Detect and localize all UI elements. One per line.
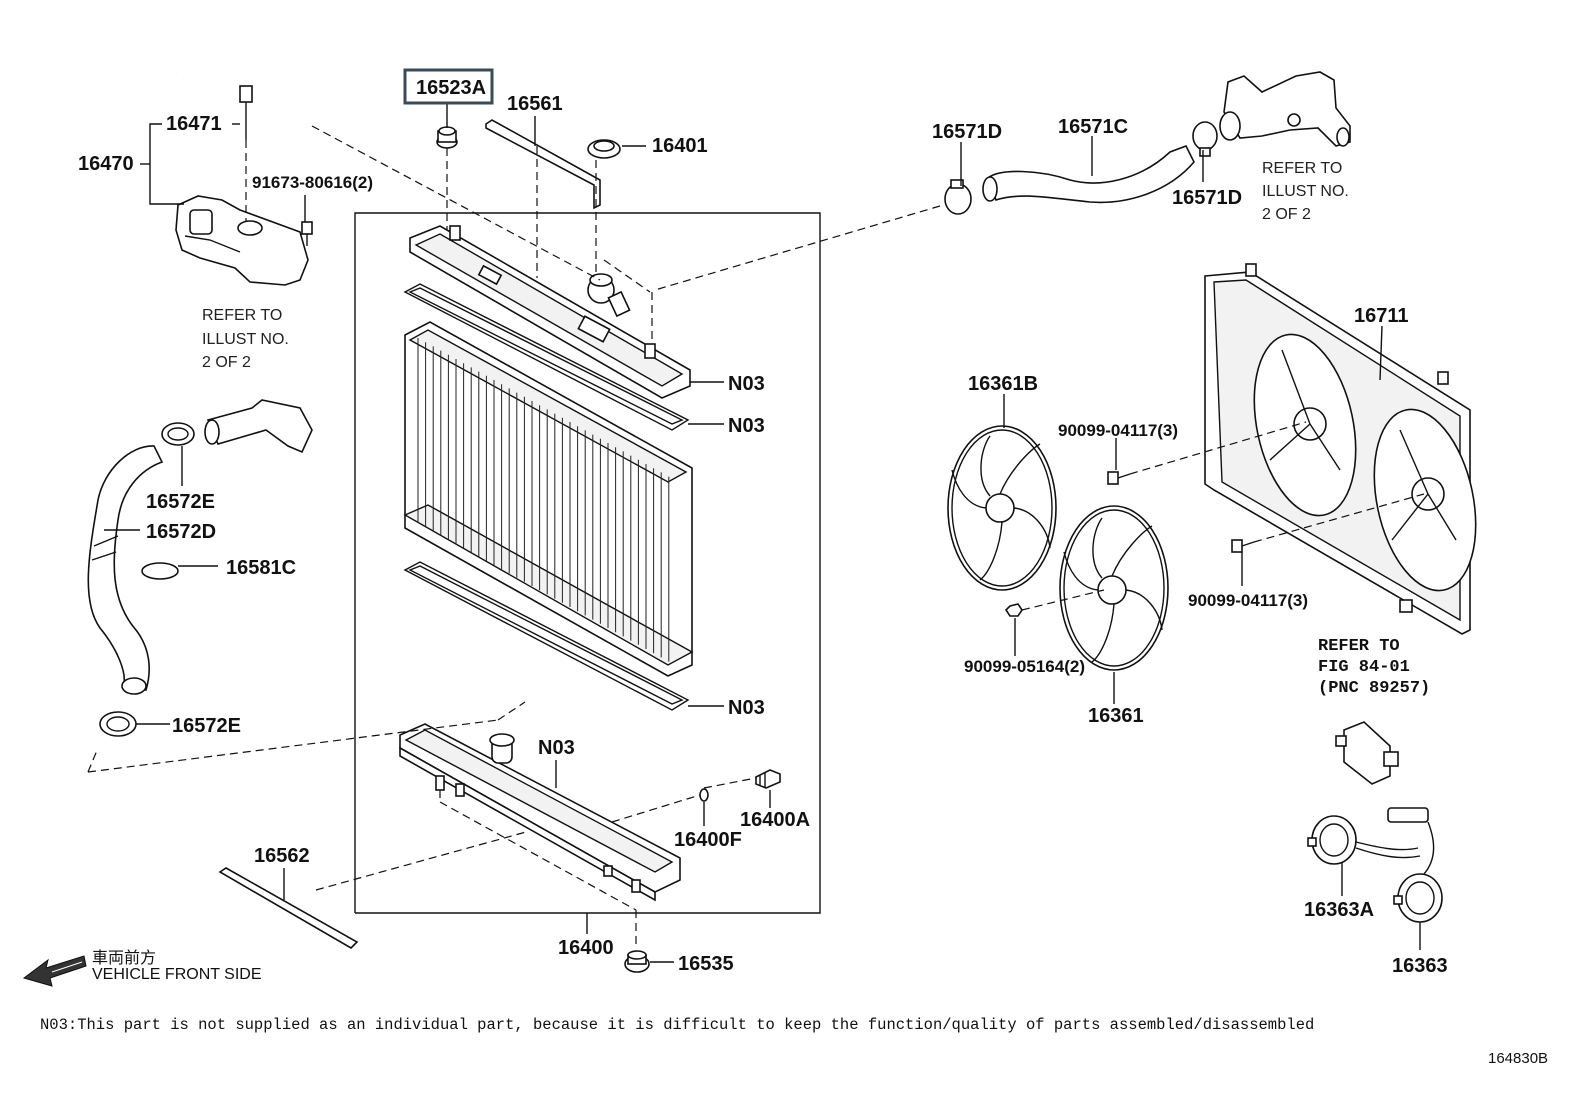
lower-hose (87, 445, 164, 695)
part-labels: 16523A 16561 16401 16471 16470 91673-806… (78, 77, 1448, 977)
svg-text:2 OF 2: 2 OF 2 (202, 354, 251, 371)
shroud-bolt-lower (1231, 539, 1255, 553)
highlight-box-16523A (403, 68, 494, 105)
hose-clamp-top (161, 422, 195, 446)
reserve-tank-hose (181, 64, 313, 140)
fan-motor-16363A (1307, 807, 1429, 865)
radiator-cap (587, 139, 621, 159)
radiator-upper-tank (409, 225, 691, 399)
label-N03-1[interactable]: N03 (728, 373, 765, 395)
label-16581C[interactable]: 16581C (226, 557, 296, 579)
vehicle-front-label-en: VEHICLE FRONT SIDE (92, 966, 262, 983)
drain-cock (755, 769, 781, 789)
shroud-bolt-upper (1107, 471, 1131, 485)
label-N03-3[interactable]: N03 (728, 697, 765, 719)
svg-text:ILLUST NO.: ILLUST NO. (202, 331, 289, 348)
upper-hose-clamp-right (1192, 121, 1218, 157)
tank-bolt (301, 221, 313, 246)
reserve-tank (175, 195, 309, 286)
label-16401[interactable]: 16401 (652, 135, 708, 157)
hose-clip (141, 562, 179, 580)
refer-note-left: REFER TO ILLUST NO. 2 OF 2 (202, 307, 289, 371)
refer-note-right: REFER TO ILLUST NO. 2 OF 2 (1262, 160, 1349, 223)
label-90099-05164[interactable]: 90099-05164(2) (964, 657, 1085, 676)
vehicle-front-label-jp: 車両前方 (92, 948, 157, 967)
fan-nut (1004, 603, 1023, 617)
label-16572E-bottom[interactable]: 16572E (172, 715, 241, 737)
fan-16361 (1059, 505, 1169, 671)
label-16572E-top[interactable]: 16572E (146, 491, 215, 513)
label-16363A[interactable]: 16363A (1304, 899, 1374, 921)
vehicle-front-arrow-icon (22, 955, 87, 987)
label-16400A[interactable]: 16400A (740, 809, 810, 831)
svg-text:ILLUST NO.: ILLUST NO. (1262, 183, 1349, 200)
illustration-code: 164830B (1488, 1050, 1549, 1067)
upper-seal (485, 119, 601, 210)
label-16571D-left[interactable]: 16571D (932, 121, 1002, 143)
label-16572D[interactable]: 16572D (146, 521, 216, 543)
fan-shroud (1204, 263, 1477, 635)
label-90099-04117-upper[interactable]: 90099-04117(3) (1058, 421, 1178, 440)
lower-cushion (624, 950, 650, 973)
refer-note-fig: REFER TO FIG 84-01 (PNC 89257) (1318, 637, 1430, 698)
upper-gasket (403, 283, 690, 431)
label-16711[interactable]: 16711 (1354, 305, 1409, 327)
upper-hose-clamp-left (944, 179, 972, 215)
water-outlet-pipe (204, 399, 313, 454)
hose-clamp-bottom (99, 711, 137, 737)
svg-text:2 OF 2: 2 OF 2 (1262, 206, 1311, 223)
leader-lines (104, 103, 1421, 963)
radiator-assembly-frame (354, 212, 821, 914)
label-16561[interactable]: 16561 (507, 93, 563, 115)
o-ring (699, 788, 709, 802)
label-16361[interactable]: 16361 (1088, 705, 1144, 727)
label-91673-80616[interactable]: 91673-80616(2) (252, 173, 373, 192)
radiator-core (403, 321, 694, 677)
svg-text:FIG 84-01: FIG 84-01 (1318, 658, 1410, 677)
n03-footnote: N03:This part is not supplied as an indi… (40, 1016, 1315, 1034)
label-16363[interactable]: 16363 (1392, 955, 1448, 977)
label-16470[interactable]: 16470 (78, 153, 134, 175)
svg-text:REFER TO: REFER TO (202, 307, 282, 324)
label-16562[interactable]: 16562 (254, 845, 310, 867)
label-N03-4[interactable]: N03 (538, 737, 575, 759)
radiator-lower-tank (399, 723, 681, 902)
upper-hose (982, 144, 1195, 204)
svg-text:(PNC 89257): (PNC 89257) (1318, 679, 1430, 698)
fan-16361B (947, 425, 1057, 591)
upper-cushion (436, 126, 458, 149)
label-16535[interactable]: 16535 (678, 953, 734, 975)
label-16571C[interactable]: 16571C (1058, 116, 1128, 138)
label-16400[interactable]: 16400 (558, 937, 614, 959)
label-16471[interactable]: 16471 (166, 113, 222, 135)
assembly-lines (87, 125, 1425, 944)
fan-control-module (1335, 721, 1399, 785)
fan-motor-16363 (1393, 821, 1443, 923)
svg-text:REFER TO: REFER TO (1318, 637, 1400, 656)
label-16400F[interactable]: 16400F (674, 829, 742, 851)
lower-seal (218, 867, 359, 950)
label-16523A[interactable]: 16523A (416, 77, 486, 99)
label-N03-2[interactable]: N03 (728, 415, 765, 437)
label-16571D-right[interactable]: 16571D (1172, 187, 1242, 209)
svg-text:REFER TO: REFER TO (1262, 160, 1342, 177)
lower-gasket (403, 561, 690, 711)
label-90099-04117-lower[interactable]: 90099-04117(3) (1188, 591, 1308, 610)
water-inlet-housing (1219, 71, 1351, 147)
label-16361B[interactable]: 16361B (968, 373, 1038, 395)
